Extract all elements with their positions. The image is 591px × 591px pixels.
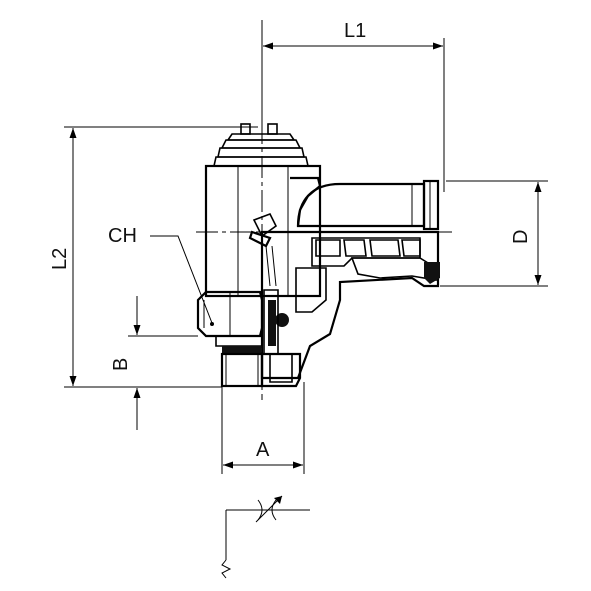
leader-ch: CH	[108, 225, 214, 326]
dimension-a: A	[221, 382, 305, 474]
dimension-b: B	[110, 296, 198, 430]
label-l1: L1	[344, 20, 366, 42]
flow-control-symbol	[221, 495, 310, 579]
label-a: A	[256, 439, 270, 461]
dimension-l2: L2	[49, 126, 258, 388]
label-ch: CH	[108, 225, 137, 247]
label-b: B	[110, 358, 132, 371]
fitting-body	[196, 20, 452, 400]
dimension-l1: L1	[261, 20, 445, 192]
label-l2: L2	[49, 248, 71, 270]
dimension-d: D	[440, 180, 548, 287]
label-d: D	[510, 230, 532, 244]
